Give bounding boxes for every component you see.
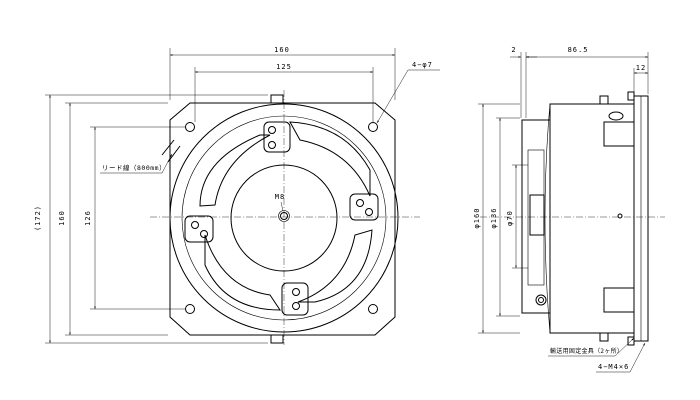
front-plate-outline [169,102,396,336]
leader-screw [629,342,646,373]
leader-center-thread [280,201,284,212]
clamp-screw [200,230,208,238]
clamp-block-right [349,193,379,221]
leader-hole-callout [376,69,409,124]
inner-disc-circle [230,164,338,272]
clamp-block-bottom [281,282,309,316]
dim-width-outer: 160 [274,46,290,54]
outer-ring-circle [169,103,399,333]
clamp-blocks [184,121,379,316]
dim-height-holes: 126 [84,210,92,226]
dim-height-total: (172) [34,205,42,231]
top-lug [270,94,284,104]
flange-hub [529,194,545,236]
dim-dia-outer: φ160 [473,208,481,229]
mounting-holes [185,122,378,314]
side-view: 2 86.5 12 φ160 φ136 φ70 輸送用固定金具（2ヶ所） 4−M… [473,46,665,373]
mounting-hole [368,122,378,132]
clamp-screw [268,126,276,134]
rear-pin-bottom-2 [627,336,635,346]
mounting-hole [185,304,195,314]
mounting-hole [185,122,195,132]
side-screw-inner [538,297,544,303]
bottom-lug [270,334,284,344]
rear-pin-top [599,95,609,105]
mounting-hole [368,304,378,314]
clamp-screw [268,141,276,149]
flexure-arms [199,121,373,311]
callout-hole: 4−φ7 [412,61,433,69]
clamp-screw [356,199,364,207]
flexure-arm-bottom [204,234,281,311]
clamp-block-left [184,215,214,243]
clamp-block-top [263,121,291,153]
callout-transport-bracket: 輸送用固定金具（2ヶ所） [550,347,623,355]
center-hole [280,212,288,220]
dim-width-holes: 125 [276,63,292,71]
callout-screw: 4−M4×6 [598,363,629,371]
dim-gap: 2 [511,46,516,54]
flexure-arm-top [289,121,371,197]
dim-depth: 86.5 [568,46,589,54]
clamp-screw [292,302,300,310]
transport-bracket-bottom [603,287,635,313]
dim-dia-mid: φ136 [490,208,498,229]
rear-center-hole [617,213,623,219]
clamp-screw [365,208,373,216]
transport-bracket-top [603,121,635,147]
side-screw [535,294,547,306]
bracket-screw-head [608,111,624,121]
rear-pin-top-2 [627,91,635,101]
body-front-curve [544,103,551,334]
rear-pin-bottom [599,332,609,342]
leader-lead-wire [161,153,173,174]
center-hole-thread [278,210,290,222]
dim-rear-thickness: 12 [636,64,646,72]
callout-center-thread: M8 [275,193,285,201]
side-body-outline [549,103,635,334]
front-view: 160 125 (172) 160 126 4−φ7 リード線（800mm） M… [34,46,440,345]
front-flange [521,119,551,314]
lead-wire [161,139,181,163]
dim-dia-inner: φ70 [506,210,514,226]
flexure-arm-right [297,229,373,303]
flexure-arm-left [199,134,271,207]
callout-lead-wire: リード線（800mm） [102,163,166,172]
clamp-screw [292,288,300,296]
mid-ring-circle [181,115,387,321]
leader-transport-bracket [614,337,635,357]
clamp-screw [191,221,199,229]
dim-height-outer: 160 [58,210,66,226]
